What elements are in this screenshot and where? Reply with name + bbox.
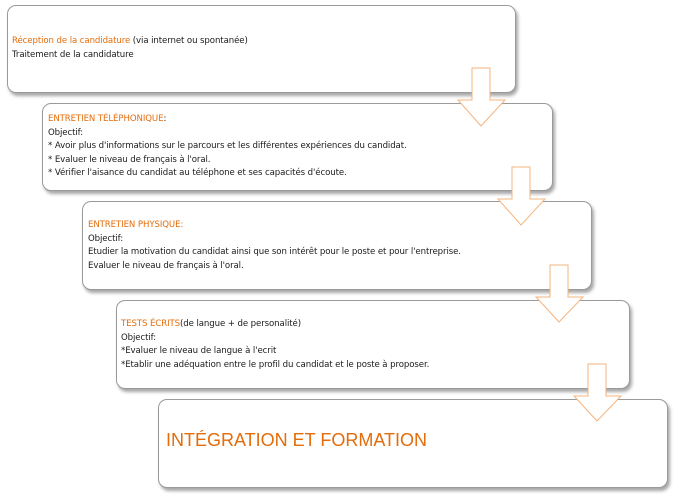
down-arrow-icon — [534, 264, 585, 323]
step-box-physical-interview — [82, 201, 592, 290]
step-box-integration — [158, 399, 668, 488]
step-line: *Etablir une adéquation entre le profil … — [121, 359, 430, 370]
step-text-physical-interview: ENTRETIEN PHYSIQUE: Objectif: Etudier la… — [88, 219, 461, 273]
step-suffix: : — [163, 114, 167, 124]
step-line: *Evaluer le niveau de langue à l'ecrit — [121, 346, 277, 357]
step-title: ENTRETIEN TÉLÉPHONIQUE — [48, 114, 164, 124]
step-line: Traitement de la candidature — [12, 49, 134, 60]
step-line: Objectif: — [121, 332, 157, 343]
step-title-integration: INTÉGRATION ET FORMATION — [166, 430, 427, 450]
step-title: TESTS ÉCRITS — [121, 319, 181, 329]
step-line: * Evaluer le niveau de français à l'oral… — [48, 154, 211, 165]
down-arrow-icon — [496, 166, 547, 226]
step-title: ENTRETIEN PHYSIQUE: — [88, 220, 184, 230]
step-text-reception: Réception de la candidature (via interne… — [12, 35, 248, 62]
step-box-written-tests — [116, 300, 630, 389]
down-arrow-icon — [456, 67, 507, 127]
step-title: Réception de la candidature — [12, 36, 131, 46]
step-line: Objectif: — [88, 233, 124, 244]
step-line: * Avoir plus d'informations sur le parco… — [48, 141, 407, 152]
step-line: Objectif: — [48, 127, 84, 138]
step-line: Etudier la motivation du candidat ainsi … — [88, 247, 461, 258]
step-text-phone-interview: ENTRETIEN TÉLÉPHONIQUE: Objectif: * Avoi… — [48, 113, 407, 181]
down-arrow-icon — [572, 363, 623, 422]
step-box-phone-interview — [42, 103, 553, 191]
step-suffix: (de langue + de personalité) — [180, 319, 301, 329]
step-box-reception — [7, 5, 516, 93]
step-line: * Vérifier l'aisance du candidat au télé… — [48, 168, 347, 179]
step-suffix: (via internet ou spontanée) — [130, 36, 248, 46]
step-line: Evaluer le niveau de français à l'oral. — [88, 260, 244, 271]
step-text-written-tests: TESTS ÉCRITS(de langue + de personalité)… — [121, 318, 429, 372]
